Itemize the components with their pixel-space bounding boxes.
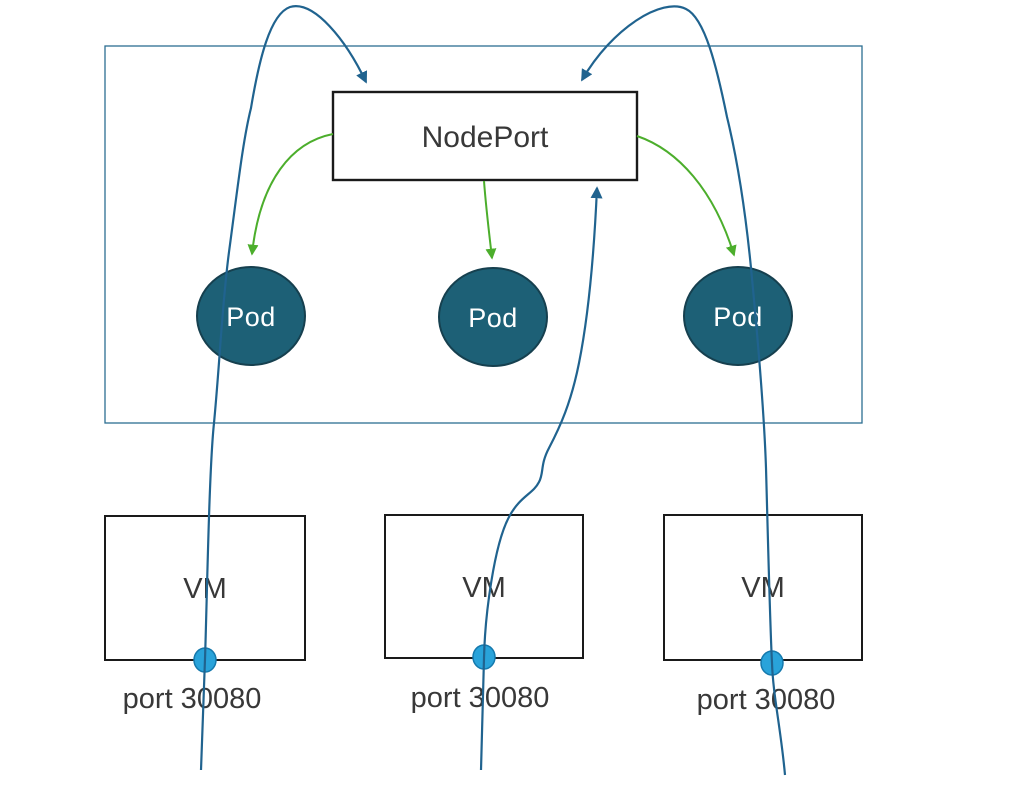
nodeport-box [331,90,639,182]
vm-port-label: port 30080 [411,682,550,714]
pod-label: Pod [468,303,518,333]
pod-group-2: Pod [438,267,548,367]
pod-circle [683,266,793,366]
cluster-boundary [104,45,863,424]
pod-label: Pod [226,302,276,332]
flow-arrow-middle [479,186,603,771]
pod-group-3: Pod [683,266,793,366]
vm-label: VM [183,573,227,605]
vm-box [384,514,584,659]
vm-group-3: VM port 30080 [663,514,863,716]
pod-circle [438,267,548,367]
vm-port-label: port 30080 [123,683,262,715]
vm-group-2: VM port 30080 [384,514,584,714]
pod-group-1: Pod [196,266,306,366]
flow-arrow-right [581,5,787,776]
route-arrow-to-pod-1 [247,133,334,256]
vm-port-label: port 30080 [697,684,836,716]
vm-label: VM [462,572,506,604]
nodeport-label: NodePort [422,121,549,154]
vm-label: VM [741,572,785,604]
route-arrow-to-pod-2 [483,180,497,260]
flow-arrow-left [199,5,368,771]
route-arrow-to-pod-3 [636,135,737,257]
